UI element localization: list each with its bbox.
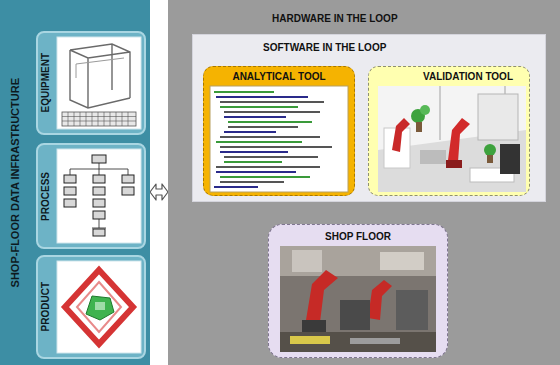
node-label: VALIDATION TOOL: [423, 71, 513, 83]
loop-panel: SOFTWARE IN THE LOOP ANALYTICAL TOOL VALID…: [192, 34, 546, 202]
shop-floor-box: SHOP FLOOR: [268, 224, 448, 358]
node-label: PROCESS: [40, 172, 52, 221]
node-label: SHOP-FLOOR DATA INFRASTRUCTURE: [9, 78, 22, 287]
node-label: HARDWARE IN THE LOOP: [272, 13, 398, 25]
product-icon: [57, 261, 141, 353]
tool-box: VALIDATION TOOL: [368, 66, 530, 196]
data-panel: SHOP-FLOOR DATA INFRASTRUCTURE EQUIPMENT P…: [0, 0, 150, 365]
node-label: SHOP FLOOR: [269, 231, 447, 243]
code-screenshot: [210, 86, 348, 192]
node-label: ANALYTICAL TOOL: [204, 71, 354, 83]
loop-panel: HARDWARE IN THE LOOP SOFTWARE IN THE LOOP…: [168, 0, 560, 365]
equipment-icon: [57, 37, 141, 129]
node-label: PRODUCT: [40, 282, 52, 331]
simulation-render: [378, 86, 526, 192]
node-label: SOFTWARE IN THE LOOP: [263, 42, 386, 54]
process-icon: [57, 149, 141, 243]
tool-box: ANALYTICAL TOOL: [203, 66, 355, 196]
icon-box: PRODUCT: [36, 255, 146, 359]
hollow-arrow: [150, 184, 168, 200]
icon-box: EQUIPMENT: [36, 31, 146, 135]
icon-box: PROCESS: [36, 143, 146, 249]
shop-floor-photo: [280, 246, 436, 352]
node-label: EQUIPMENT: [40, 53, 52, 112]
